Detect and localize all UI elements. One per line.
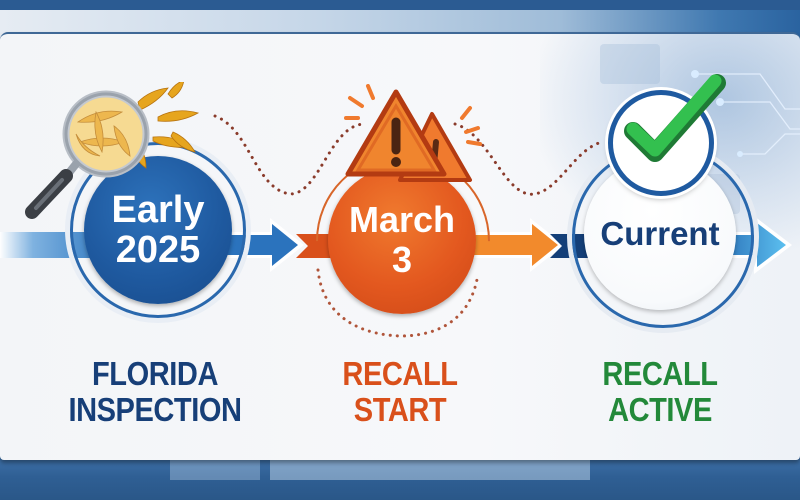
step-2-date-line2: 3 — [391, 239, 413, 280]
step-3-label-line2: ACTIVE — [608, 391, 712, 428]
arrow-orange — [460, 218, 564, 272]
checkmark-icon — [624, 74, 726, 162]
step-1-label: FLORIDA INSPECTION — [36, 356, 274, 428]
top-border — [0, 0, 800, 12]
step-2-date-line1: March — [348, 199, 456, 240]
step-1-date-line1: Early — [111, 189, 205, 231]
magnifying-glass-icon — [25, 82, 200, 219]
step-1-label-line1: FLORIDA — [92, 355, 218, 392]
step-2-label-line2: START — [353, 391, 447, 428]
step-2-label: RECALL START — [286, 356, 515, 428]
step-3-label-line1: RECALL — [602, 355, 718, 392]
checkmark-badge — [608, 74, 726, 196]
arrow-orange-tail — [296, 234, 336, 258]
dotted-connector — [213, 114, 604, 338]
footer-band — [0, 458, 800, 500]
step-1-label-line2: INSPECTION — [68, 391, 242, 428]
step-3-date-line1: Current — [600, 215, 720, 252]
step-1-date-line2: 2025 — [115, 229, 201, 271]
timeline-card: Early 2025 FLORIDA INSPECTION Marc — [0, 32, 800, 460]
step-2-date-circle: March 3 — [328, 166, 476, 314]
warning-triangle-icon — [344, 84, 482, 182]
arrow-blue — [200, 218, 304, 272]
step-3-label: RECALL ACTIVE — [546, 356, 775, 428]
step-1-date-circle: Early 2025 — [84, 156, 232, 304]
step-2-label-line1: RECALL — [342, 355, 458, 392]
